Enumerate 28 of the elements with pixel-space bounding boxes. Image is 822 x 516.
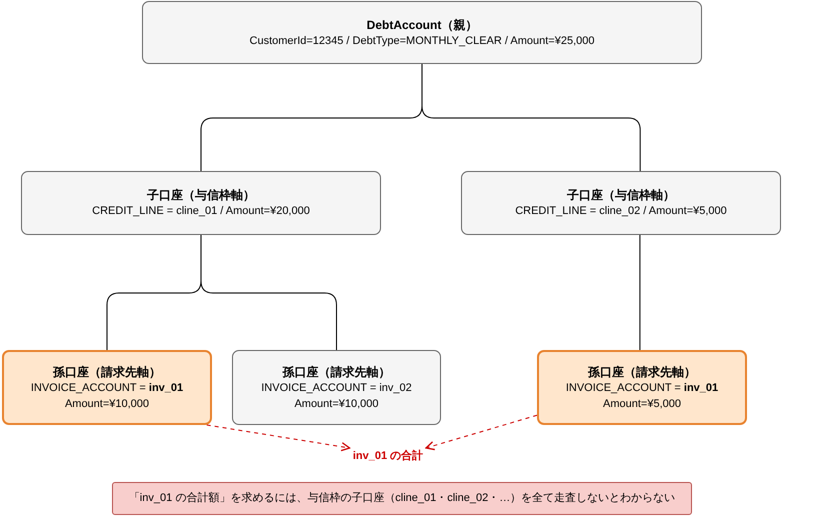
dashed-arrow xyxy=(425,414,538,450)
box-text: INVOICE_ACCOUNT = inv_02 xyxy=(261,380,412,396)
box-text: CustomerId=12345 / DebtType=MONTHLY_CLEAR / Amount=¥25,000 xyxy=(250,34,594,48)
dashed-arrow xyxy=(206,424,350,452)
account-box xyxy=(461,171,781,235)
account-box xyxy=(21,171,381,235)
box-title: 孫口座（請求先軸） xyxy=(588,364,696,380)
box-text: INVOICE_ACCOUNT = inv_01 xyxy=(566,380,718,396)
box-text: CREDIT_LINE = cline_01 / Amount=¥20,000 xyxy=(92,204,310,219)
account-box xyxy=(537,350,747,425)
box-title: 孫口座（請求先軸） xyxy=(53,364,161,380)
box-title: DebtAccount（親） xyxy=(366,16,478,32)
account-box xyxy=(142,1,702,64)
box-text: Amount=¥10,000 xyxy=(64,396,150,412)
account-box xyxy=(2,350,212,425)
connector-line xyxy=(200,234,337,350)
connector-line xyxy=(639,234,640,350)
total-label: inv_01 の合計 xyxy=(348,448,428,464)
box-text: Amount=¥5,000 xyxy=(603,396,681,412)
box-text: INVOICE_ACCOUNT = inv_01 xyxy=(30,380,184,396)
account-box xyxy=(232,350,441,425)
box-title: 子口座（与信枠軸） xyxy=(147,187,255,203)
connector-line xyxy=(422,64,641,172)
box-title: 子口座（与信枠軸） xyxy=(567,187,675,203)
box-text: Amount=¥10,000 xyxy=(294,396,379,412)
box-title: 孫口座（請求先軸） xyxy=(282,364,390,380)
box-text: CREDIT_LINE = cline_02 / Amount=¥5,000 xyxy=(515,204,727,219)
note-box: 「inv_01 の合計額」を求めるには、与信枠の子口座（cline_01・cline_02・…）を全て走査しないとわからない xyxy=(112,482,692,515)
